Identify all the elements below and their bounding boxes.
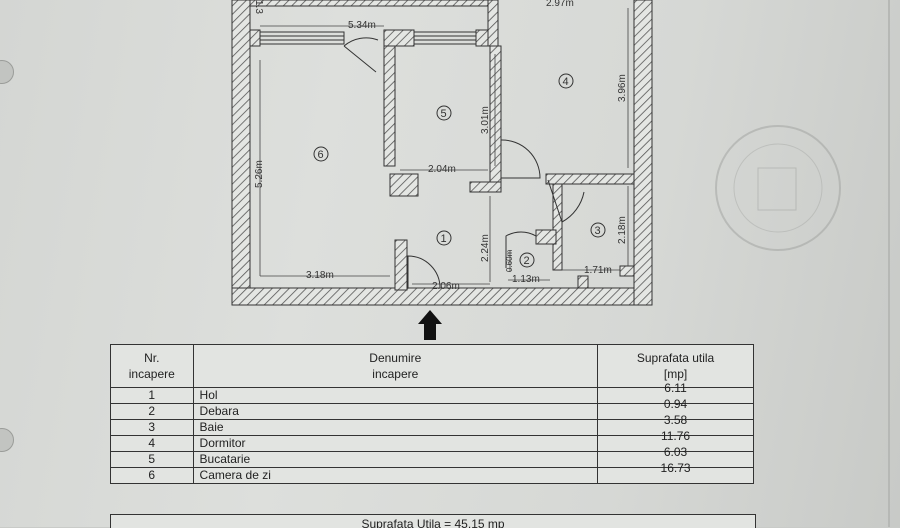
row-area-value: 0.94 xyxy=(663,397,688,411)
table-row: 1 Hol 6.11 xyxy=(110,381,754,404)
door-bedroom xyxy=(500,139,541,179)
dim-left-height: 5.26m xyxy=(254,160,265,188)
wall-kitchen-stub xyxy=(389,173,419,197)
window-living xyxy=(259,31,345,45)
dim-top-left: 5.34m xyxy=(348,20,376,31)
rooms-table: Nr. incapere Denumire incapere Suprafata… xyxy=(110,344,754,484)
wall-upper-right xyxy=(487,0,499,47)
paper-edge xyxy=(888,0,890,527)
row-name: Camera de zi xyxy=(192,467,599,484)
row-nr: 2 xyxy=(110,403,194,420)
table-row: 6 Camera de zi 16.73 xyxy=(110,461,754,484)
row-name: Hol xyxy=(192,387,599,404)
header-area: Suprafata utila [mp] xyxy=(597,344,754,388)
dim-top-right: 2.97m xyxy=(546,0,574,9)
row-nr: 4 xyxy=(110,435,194,452)
wall-left xyxy=(231,0,251,306)
row-nr: 3 xyxy=(110,419,194,436)
wall-right xyxy=(633,0,653,306)
row-area-value: 6.11 xyxy=(664,381,687,395)
wall-top-left xyxy=(249,29,261,47)
room-number-2: 2 xyxy=(524,255,530,267)
entrance-arrow-icon xyxy=(418,310,442,340)
table-row: 5 Bucatarie 6.03 xyxy=(110,445,754,468)
row-area-value: 3.58 xyxy=(663,413,688,427)
dimension-lines xyxy=(259,8,629,285)
wall-top-mid xyxy=(383,29,415,47)
dim-storage-width: 1.13m xyxy=(512,274,540,285)
header-name: Denumire incapere xyxy=(192,344,599,388)
room-number-3: 3 xyxy=(595,225,601,237)
row-name: Debara xyxy=(192,403,599,420)
dim-hall-width: 2.06m xyxy=(432,281,460,292)
wall-bath-stub xyxy=(619,265,635,277)
row-area-value: 6.03 xyxy=(663,445,688,459)
dim-bath-width: 1.71m xyxy=(584,265,612,276)
wall-living-kitchen xyxy=(383,45,396,167)
total-area-row: Suprafata Utila = 45.15 mp xyxy=(110,514,756,528)
official-stamp xyxy=(715,125,841,251)
row-nr: 1 xyxy=(110,387,194,404)
row-area: 16.73 xyxy=(597,461,754,484)
dim-kitchen-width: 2.04m xyxy=(428,164,456,175)
row-name: Dormitor xyxy=(192,435,599,452)
row-nr: 5 xyxy=(110,451,194,468)
room-number-1: 1 xyxy=(441,233,447,245)
door-entrance xyxy=(407,255,441,289)
row-area-value: 11.76 xyxy=(660,429,691,443)
window-kitchen xyxy=(413,31,477,45)
table-row: 4 Dormitor 11.76 xyxy=(110,429,754,452)
door-bath xyxy=(547,179,585,223)
dim-kitchen-height: 3.01m xyxy=(480,106,491,134)
dim-hall-height: 2.24m xyxy=(480,234,491,262)
wall-bath-left xyxy=(552,183,563,271)
table-row: 3 Baie 3.58 xyxy=(110,413,754,436)
room-markers xyxy=(313,73,606,268)
room-number-4: 4 xyxy=(563,76,569,88)
total-area-text: Suprafata Utila = 45.15 mp xyxy=(361,517,505,528)
dim-top-clip: 1.3 xyxy=(253,0,264,14)
table-header-row: Nr. incapere Denumire incapere Suprafata… xyxy=(110,344,754,388)
door-living-top xyxy=(343,37,379,73)
header-nr: Nr. incapere xyxy=(110,344,194,388)
room-number-5: 5 xyxy=(441,108,447,120)
row-name: Bucatarie xyxy=(192,451,599,468)
row-area-value: 16.73 xyxy=(660,461,691,475)
door-storage xyxy=(505,231,537,268)
row-nr: 6 xyxy=(110,467,194,484)
dim-storage-height: 0.60m xyxy=(505,249,514,272)
wall-kitchen-bottom xyxy=(469,181,502,193)
room-number-6: 6 xyxy=(318,149,324,161)
table-row: 2 Debara 0.94 xyxy=(110,397,754,420)
dim-bath-height: 2.18m xyxy=(617,216,628,244)
wall-living-hall xyxy=(394,239,408,291)
row-name: Baie xyxy=(192,419,599,436)
wall-top-edge xyxy=(249,0,489,7)
wall-bath-bottom xyxy=(577,275,589,289)
dim-right-height: 3.96m xyxy=(617,74,628,102)
wall-kitchen-right xyxy=(489,45,502,185)
wall-bath-top xyxy=(545,173,635,185)
wall-storage-top xyxy=(535,229,557,245)
dim-living-width: 3.18m xyxy=(306,270,334,281)
